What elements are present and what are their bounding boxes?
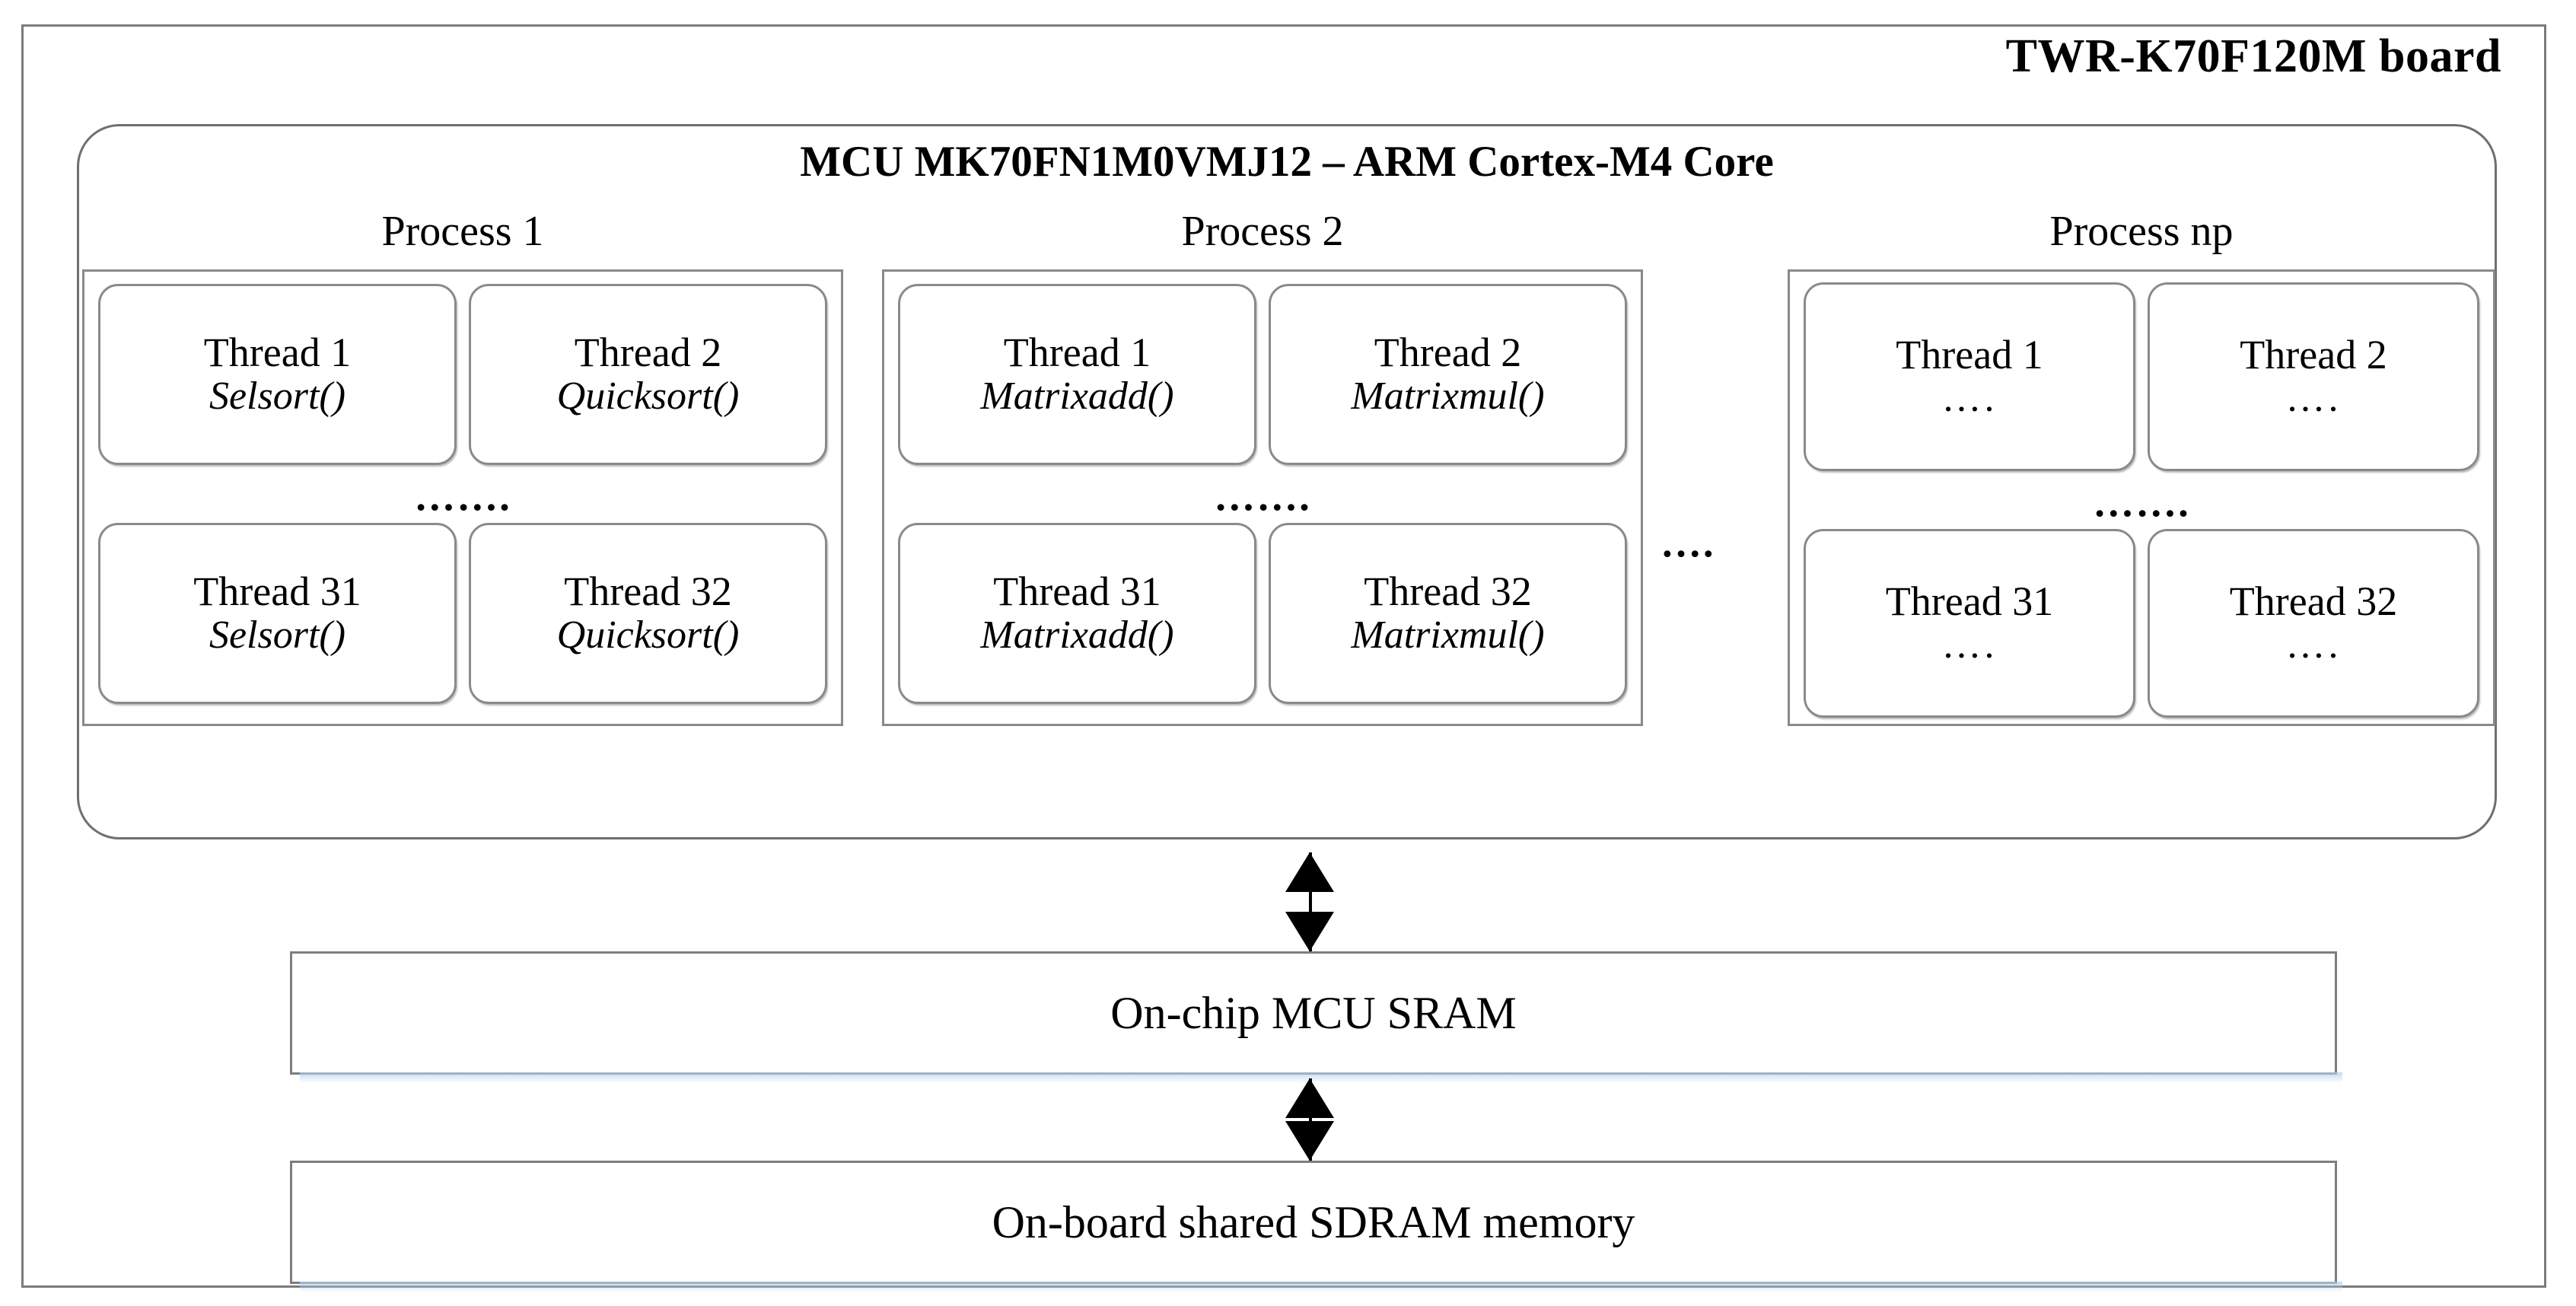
thread-function: Selsort() [209, 374, 346, 418]
onboard-sdram-box: On-board shared SDRAM memory [290, 1161, 2342, 1292]
thread-name: Thread 32 [564, 569, 732, 615]
arrow-head-down-icon [1285, 1121, 1334, 1161]
thread-box[interactable]: Thread 2 Quicksort() [469, 284, 827, 465]
thread-name: Thread 1 [1896, 332, 2043, 378]
thread-row-bottom-np: Thread 31 …. Thread 32 …. [1804, 529, 2479, 718]
thread-box[interactable]: Thread 31 Selsort() [98, 523, 457, 704]
process-columns: Process 1 Thread 1 Selsort() Thread 2 Qu… [79, 210, 2495, 827]
board-title: TWR-K70F120M board [2005, 30, 2501, 82]
thread-name: Thread 31 [1885, 578, 2054, 625]
thread-function: Selsort() [209, 613, 346, 657]
thread-name: Thread 2 [1374, 330, 1522, 376]
thread-function: Quicksort() [556, 374, 740, 418]
process-label-2: Process 2 [1181, 208, 1344, 255]
double-arrow-core-to-sram [1285, 852, 1334, 951]
thread-name: Thread 2 [2240, 332, 2387, 378]
thread-box[interactable]: Thread 1 …. [1804, 282, 2135, 471]
thread-name: Thread 1 [1003, 330, 1151, 376]
thread-function: …. [1941, 623, 1998, 667]
process-label-1: Process 1 [381, 208, 544, 255]
double-arrow-sram-to-sdram [1285, 1078, 1334, 1161]
thread-function: …. [2285, 623, 2342, 667]
process-column-np: Process np Thread 1 …. Thread 2 …. [1788, 210, 2495, 726]
thread-row-ellipsis: ……. [414, 473, 511, 519]
thread-name: Thread 31 [993, 569, 1161, 615]
thread-row-top-2: Thread 1 Matrixadd() Thread 2 Matrixmul(… [898, 284, 1627, 465]
process-column-2: Process 2 Thread 1 Matrixadd() Thread 2 … [882, 210, 1643, 726]
thread-box[interactable]: Thread 32 Matrixmul() [1269, 523, 1627, 704]
arrow-shaft [1309, 852, 1312, 951]
thread-box[interactable]: Thread 2 …. [2148, 282, 2479, 471]
thread-name: Thread 1 [203, 330, 352, 376]
thread-function: …. [2285, 376, 2342, 420]
arrow-head-up-icon [1285, 1078, 1334, 1118]
thread-box[interactable]: Thread 31 …. [1804, 529, 2135, 718]
thread-function: Matrixadd() [980, 613, 1174, 657]
onchip-sram-box: On-chip MCU SRAM [290, 951, 2342, 1083]
thread-name: Thread 32 [1364, 569, 1532, 615]
arrow-head-up-icon [1285, 852, 1334, 892]
thread-function: Quicksort() [556, 613, 740, 657]
process-column-1: Process 1 Thread 1 Selsort() Thread 2 Qu… [82, 210, 843, 726]
thread-function: Matrixmul() [1351, 374, 1545, 418]
thread-box[interactable]: Thread 31 Matrixadd() [898, 523, 1256, 704]
thread-box[interactable]: Thread 1 Selsort() [98, 284, 457, 465]
thread-row-ellipsis: ……. [2093, 479, 2190, 525]
thread-row-ellipsis: ……. [1214, 473, 1311, 519]
thread-box[interactable]: Thread 1 Matrixadd() [898, 284, 1256, 465]
thread-box[interactable]: Thread 2 Matrixmul() [1269, 284, 1627, 465]
process-box-2: Thread 1 Matrixadd() Thread 2 Matrixmul(… [882, 269, 1643, 726]
thread-name: Thread 31 [193, 569, 361, 615]
thread-name: Thread 2 [574, 330, 722, 376]
board-frame: TWR-K70F120M board MCU MK70FN1M0VMJ12 – … [21, 24, 2546, 1292]
mcu-title: MCU MK70FN1M0VMJ12 – ARM Cortex-M4 Core [800, 138, 1774, 186]
process-column-ellipsis: …. [1661, 520, 1715, 565]
thread-box[interactable]: Thread 32 Quicksort() [469, 523, 827, 704]
arrow-head-down-icon [1285, 912, 1334, 951]
thread-row-top-1: Thread 1 Selsort() Thread 2 Quicksort() [98, 284, 827, 465]
thread-function: Matrixadd() [980, 374, 1174, 418]
arrow-shaft [1309, 1078, 1312, 1161]
onboard-sdram-label: On-board shared SDRAM memory [992, 1196, 1635, 1247]
thread-name: Thread 32 [2229, 578, 2398, 625]
process-box-1: Thread 1 Selsort() Thread 2 Quicksort() … [82, 269, 843, 726]
thread-row-top-np: Thread 1 …. Thread 2 …. [1804, 282, 2479, 471]
thread-row-bottom-2: Thread 31 Matrixadd() Thread 32 Matrixmu… [898, 523, 1627, 704]
thread-row-bottom-1: Thread 31 Selsort() Thread 32 Quicksort(… [98, 523, 827, 704]
process-label-np: Process np [2049, 208, 2234, 255]
onchip-sram-label: On-chip MCU SRAM [1110, 987, 1517, 1038]
thread-box[interactable]: Thread 32 …. [2148, 529, 2479, 718]
thread-function: Matrixmul() [1351, 613, 1545, 657]
mcu-container: MCU MK70FN1M0VMJ12 – ARM Cortex-M4 Core … [77, 124, 2497, 839]
thread-function: …. [1941, 376, 1998, 420]
process-box-np: Thread 1 …. Thread 2 …. ……. Thread 31 [1788, 269, 2495, 726]
